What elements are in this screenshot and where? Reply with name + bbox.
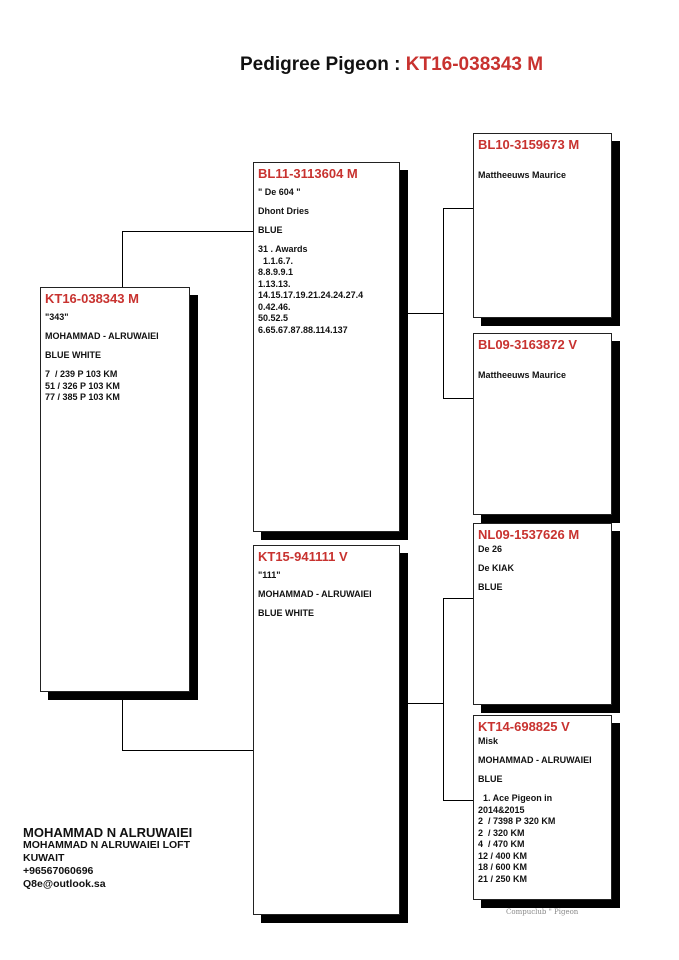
dam-sire-card: NL09-1537626 M De 26 De KIAK BLUE [473,523,612,705]
software-brand: Compuclub " Pigeon [506,908,579,916]
owner: Dhont Dries [258,206,310,216]
ring-number: BL10-3159673 M [478,137,580,152]
connector [443,208,473,209]
connector [443,208,444,398]
sire-dam-card: BL09-3163872 V Mattheeuws Maurice [473,333,612,515]
ring-number: KT14-698825 V [478,719,570,734]
connector [408,703,443,704]
phone: +96567060696 [23,865,94,877]
connector [122,750,253,751]
country: KUWAIT [23,852,65,864]
results: 1. Ace Pigeon in 2014&2015 2 / 7398 P 32… [478,793,556,884]
results: 31 . Awards 1.1.6.7. 8.8.9.9.1 1.13.13. … [258,244,364,335]
connector [443,398,473,399]
owner: Mattheeuws Maurice [478,370,567,380]
sire-sire-card: BL10-3159673 M Mattheeuws Maurice [473,133,612,318]
owner: Mattheeuws Maurice [478,170,567,180]
ring-number: KT16-038343 M [45,291,139,306]
connector [443,598,444,800]
page-title: Pedigree Pigeon : KT16-038343 M [240,54,543,76]
title-prefix: Pedigree Pigeon : [240,54,406,75]
owner: MOHAMMAD - ALRUWAIEI [258,589,372,599]
loft-name: MOHAMMAD N ALRUWAIEI LOFT [23,839,191,851]
connector [122,700,123,750]
breeder-name: MOHAMMAD N ALRUWAIEI [23,825,193,840]
owner: MOHAMMAD - ALRUWAIEI [478,755,592,765]
owner: De KIAK [478,563,515,573]
ring-number: BL11-3113604 M [258,166,358,181]
email: Q8e@outlook.sa [23,878,106,890]
dam-dam-card: KT14-698825 V Misk MOHAMMAD - ALRUWAIEI … [473,715,612,900]
ring-number: BL09-3163872 V [478,337,578,352]
dam-card: KT15-941111 V "111" MOHAMMAD - ALRUWAIEI… [253,545,400,915]
pigeon-name: " De 604 " [258,187,301,197]
pigeon-name: "111" [258,570,281,580]
results: 7 / 239 P 103 KM 51 / 326 P 103 KM 77 / … [45,369,120,402]
color: BLUE [258,225,283,235]
connector [443,598,473,599]
connector [122,231,123,287]
connector [408,313,443,314]
pigeon-name: Misk [478,736,499,746]
connector [122,231,253,232]
owner: MOHAMMAD - ALRUWAIEI [45,331,159,341]
subject-card: KT16-038343 M "343" MOHAMMAD - ALRUWAIEI… [40,287,190,692]
title-ring: KT16-038343 M [405,54,544,75]
color: BLUE [478,774,503,784]
ring-number: NL09-1537626 M [478,527,580,542]
color: BLUE [478,582,503,592]
pigeon-name: "343" [45,312,69,322]
pigeon-name: De 26 [478,544,503,554]
color: BLUE WHITE [45,350,101,360]
breeder-info: MOHAMMAD N ALRUWAIEI MOHAMMAD N ALRUWAIE… [23,826,192,891]
sire-card: BL11-3113604 M " De 604 " Dhont Dries BL… [253,162,400,532]
ring-number: KT15-941111 V [258,549,348,564]
color: BLUE WHITE [258,608,314,618]
connector [443,800,473,801]
